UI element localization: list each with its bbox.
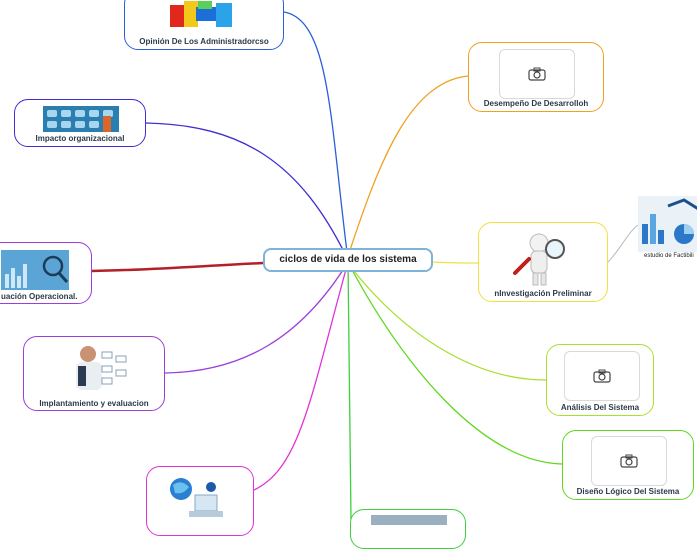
connector-implantamiento (164, 261, 349, 374)
connector-investigacion (432, 261, 479, 264)
node-desempeno[interactable]: Desempeño De Desarrolloh (468, 42, 604, 112)
desempeno-image-placeholder (499, 49, 575, 99)
node-opinion[interactable]: Opinión De Los Administradorcso (124, 0, 284, 50)
camera-icon (593, 369, 611, 383)
network-image (165, 473, 235, 521)
node-bottom[interactable] (350, 509, 466, 549)
node-desempeno-label: Desempeño De Desarrolloh (483, 99, 589, 108)
camera-icon (528, 67, 546, 81)
camera-icon (620, 454, 638, 468)
node-investigacion-label: nInvestigación Preliminar (494, 289, 592, 298)
connector-desempeno (349, 75, 469, 251)
connector-estudio (607, 224, 639, 263)
node-analisis[interactable]: Análisis Del Sistema (546, 344, 654, 416)
node-bottom-left[interactable] (146, 466, 254, 536)
estudio-image (638, 196, 697, 252)
node-analisis-label: Análisis Del Sistema (560, 403, 640, 412)
connector-bottom-left (253, 261, 349, 491)
evaluacion-image (1, 250, 69, 290)
node-impacto-label: Impacto organizacional (35, 134, 125, 143)
node-impacto[interactable]: Impacto organizacional (14, 99, 146, 147)
implantamiento-image (66, 342, 130, 390)
node-opinion-label: Opinión De Los Administradorcso (139, 37, 269, 46)
node-implantamiento[interactable]: Implantamiento y evaluacion (23, 336, 165, 411)
connector-analisis (349, 265, 547, 381)
bottom-image (371, 515, 447, 525)
magnifier-icon (511, 229, 571, 287)
node-investigacion[interactable]: nInvestigación Preliminar (478, 222, 608, 302)
node-evaluacion[interactable]: uación Operacional. (0, 242, 92, 304)
connector-impacto (145, 122, 349, 261)
connector-opinion (283, 11, 349, 261)
analisis-image-placeholder (564, 351, 640, 401)
meeting-image (170, 1, 240, 27)
node-implantamiento-label: Implantamiento y evaluacion (39, 399, 149, 408)
impacto-image (43, 106, 119, 132)
connector-evaluacion (91, 261, 264, 273)
connector-bottom (347, 261, 352, 520)
central-topic[interactable]: ciclos de vida de los sistema (263, 248, 433, 272)
node-evaluacion-label: uación Operacional. (1, 292, 78, 301)
node-diseno-label: Diseño Lógico Del Sistema (576, 487, 680, 496)
connector-lines (91, 11, 639, 520)
node-estudio-label[interactable]: estudio de Factibili (644, 253, 694, 259)
diseno-image-placeholder (591, 436, 667, 486)
connector-diseno (349, 265, 563, 465)
node-diseno[interactable]: Diseño Lógico Del Sistema (562, 430, 694, 500)
